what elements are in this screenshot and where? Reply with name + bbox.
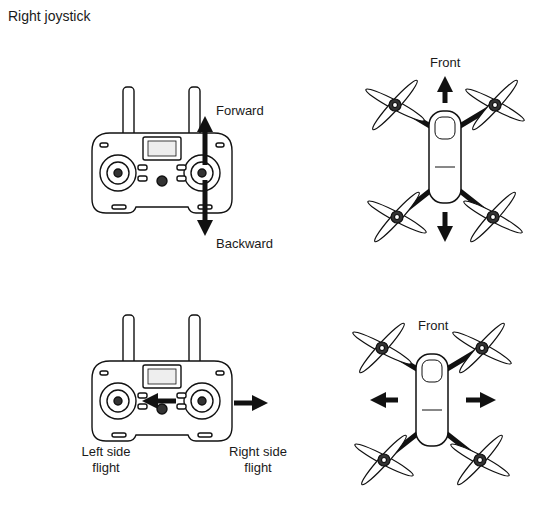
direction-label: Forward bbox=[216, 103, 264, 119]
drone-top-view bbox=[364, 77, 526, 244]
remote-controller bbox=[92, 87, 232, 213]
drone-top-view bbox=[351, 320, 513, 487]
direction-label: Left side flight bbox=[66, 444, 146, 477]
direction-label: Right side flight bbox=[218, 444, 298, 477]
title: Right joystick bbox=[8, 8, 90, 26]
direction-label: Front bbox=[430, 55, 460, 71]
direction-label: Front bbox=[418, 318, 448, 334]
direction-arrows bbox=[150, 84, 488, 403]
direction-label: Backward bbox=[216, 236, 273, 252]
remote-controller bbox=[92, 315, 232, 441]
